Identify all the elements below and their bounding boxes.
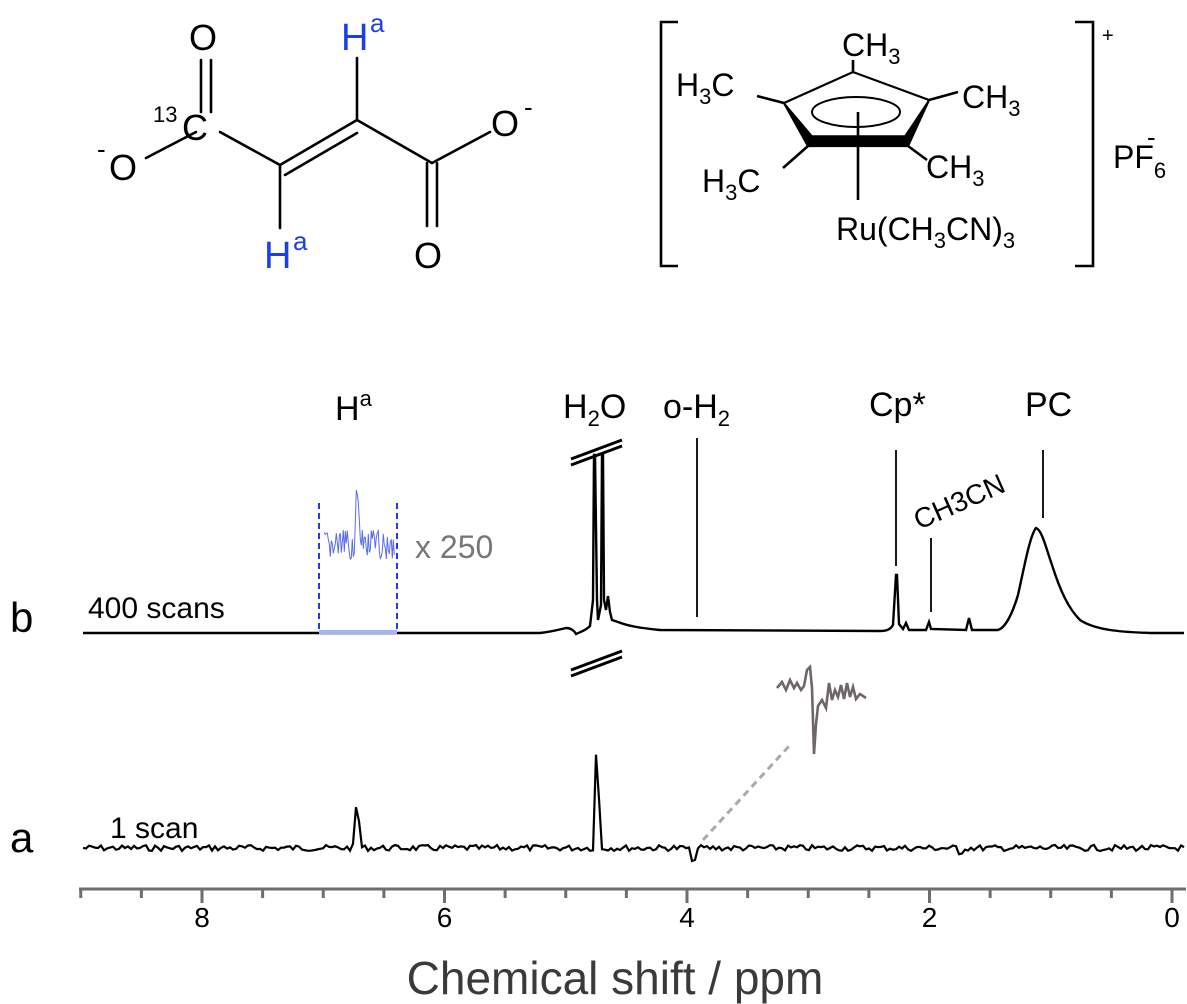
fumarate-ha-top: H bbox=[341, 17, 368, 59]
cp-h3c-left: H3C bbox=[676, 67, 734, 109]
x-axis-tick-labels: 8 6 4 2 0 bbox=[194, 902, 1180, 933]
inset-a-multiplet bbox=[776, 664, 867, 755]
label-ch3cn: CH3CN bbox=[909, 468, 1010, 536]
bond-c2-c3-b bbox=[283, 131, 359, 177]
bond-cp-ch3-right bbox=[928, 90, 959, 102]
trace-a-scans: 1 scan bbox=[110, 812, 198, 845]
fumarate-ha-bottom: H bbox=[264, 235, 291, 277]
fumarate-o-left-charge: - bbox=[97, 134, 106, 164]
x-tick-label-4: 4 bbox=[679, 902, 695, 933]
label-o-h2: o-H2 bbox=[663, 388, 730, 431]
bond-c4-o-right bbox=[430, 130, 492, 165]
label-cp-star: Cp* bbox=[869, 386, 926, 424]
fumarate-labels: O 13 C - O O - O H a H a bbox=[97, 8, 533, 277]
fumarate-ha-top-sup: a bbox=[370, 8, 385, 38]
cp-aromatic-ring bbox=[811, 96, 901, 128]
trace-a-letter: a bbox=[10, 814, 34, 861]
label-ha: Ha bbox=[335, 386, 373, 428]
fumarate-o-right: O bbox=[491, 103, 519, 144]
inset-a-connector bbox=[701, 743, 792, 842]
inset-b-noise-trace bbox=[323, 489, 395, 561]
x-axis-ticks bbox=[79, 889, 1174, 903]
fumarate-o-right-charge: - bbox=[524, 92, 533, 122]
bond-c1-o-left bbox=[144, 130, 198, 160]
x-tick-label-2: 2 bbox=[922, 902, 938, 933]
inset-b-highlight bbox=[319, 630, 397, 634]
trace-b-letter: b bbox=[10, 594, 33, 641]
bond-cp-ch3-bottom bbox=[907, 144, 928, 162]
trace-b-scans: 400 scans bbox=[88, 592, 225, 625]
x-tick-label-8: 8 bbox=[194, 902, 210, 933]
fumarate-13c-mass: 13 bbox=[153, 102, 177, 127]
complex-charge: + bbox=[1102, 25, 1114, 47]
cp-ch3-bottom-right: CH3 bbox=[926, 149, 984, 191]
label-h2o: H2O bbox=[563, 388, 626, 431]
fumarate-o-top: O bbox=[189, 17, 217, 58]
x-tick-label-0: 0 bbox=[1164, 902, 1180, 933]
ru-acetonitrile-label: Ru(CH3CN)3 bbox=[836, 211, 1015, 253]
spectrum-line-a bbox=[82, 754, 1185, 863]
truncation-b-1 bbox=[570, 438, 623, 461]
cp-ch3-top: CH3 bbox=[842, 27, 900, 69]
fumarate-ha-bottom-sup: a bbox=[293, 226, 308, 256]
trace-labels: b 400 scans a 1 scan bbox=[10, 592, 225, 861]
label-pc: PC bbox=[1025, 386, 1072, 424]
inset-a bbox=[701, 664, 867, 842]
bond-cp-h3c-bottom bbox=[782, 145, 809, 169]
cp-ch3-right: CH3 bbox=[962, 79, 1020, 121]
spectrum-plot: Ha H2O o-H2 Cp* CH3CN PC b 400 scans a 1… bbox=[10, 386, 1186, 1004]
truncation-marks bbox=[570, 438, 623, 678]
bond-c2-c3-a bbox=[278, 118, 359, 167]
x-axis: 8 6 4 2 0 Chemical shift / ppm bbox=[79, 887, 1186, 1004]
fumarate-o-bottom: O bbox=[414, 235, 442, 276]
bond-c3-c4 bbox=[355, 118, 434, 165]
inset-b: x 250 bbox=[318, 489, 493, 634]
truncation-a-1 bbox=[570, 649, 623, 672]
counterion-charge: - bbox=[1147, 122, 1156, 152]
ru-complex-labels: CH3 H3C CH3 H3C CH3 Ru(CH3CN)3 + PF6 - bbox=[676, 25, 1166, 253]
cp-ring-front-edge bbox=[783, 99, 930, 147]
bond-cp-h3c-left bbox=[756, 94, 785, 105]
bracket-left bbox=[659, 20, 678, 268]
fumarate-structure bbox=[144, 56, 492, 230]
counterion-label: PF6 bbox=[1113, 139, 1166, 183]
cp-h3c-bottom-left: H3C bbox=[702, 163, 760, 205]
fumarate-o-left: O bbox=[109, 147, 137, 188]
bond-c1-c2 bbox=[218, 130, 282, 167]
bracket-right bbox=[1075, 20, 1095, 268]
fumarate-13c-atom: C bbox=[182, 107, 208, 148]
truncation-b-2 bbox=[570, 444, 623, 467]
spectrum-line-b bbox=[83, 453, 1184, 636]
inset-b-factor: x 250 bbox=[415, 529, 493, 565]
peak-markers bbox=[696, 438, 1044, 617]
ru-complex-structure bbox=[659, 20, 1095, 268]
truncation-a-2 bbox=[570, 655, 623, 678]
x-axis-title: Chemical shift / ppm bbox=[407, 952, 824, 1004]
peak-labels: Ha H2O o-H2 Cp* CH3CN PC bbox=[335, 386, 1072, 535]
x-tick-label-6: 6 bbox=[437, 902, 453, 933]
